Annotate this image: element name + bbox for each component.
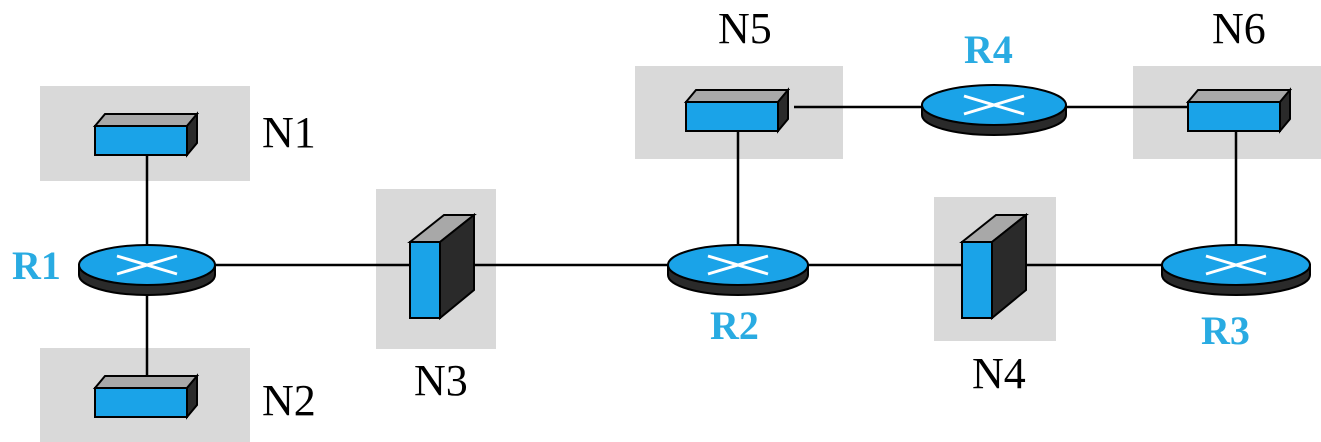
router-icon-r2 (667, 244, 809, 296)
switch-icon-n5 (683, 87, 791, 134)
router-label-r4: R4 (964, 27, 1013, 72)
links (145, 105, 1238, 378)
router-icon-r3 (1161, 244, 1311, 296)
network-label-n5: N5 (718, 4, 772, 53)
network-label-n4: N4 (972, 349, 1026, 398)
router-icon-r1 (78, 244, 216, 296)
network-label-n6: N6 (1212, 4, 1266, 53)
switch-icon-n2 (92, 373, 200, 420)
switch-icon-n6 (1185, 87, 1293, 134)
router-icon-r4 (921, 84, 1067, 136)
network-label-n3: N3 (414, 356, 468, 405)
router-label-r2: R2 (710, 303, 759, 348)
network-label-n1: N1 (262, 108, 316, 157)
switch-icon-n1 (92, 111, 200, 158)
router-label-r3: R3 (1201, 308, 1250, 353)
router-label-r1: R1 (12, 243, 61, 288)
switch-icon-n4 (959, 212, 1029, 321)
network-label-n2: N2 (262, 376, 316, 425)
switch-icon-n3 (407, 212, 477, 321)
